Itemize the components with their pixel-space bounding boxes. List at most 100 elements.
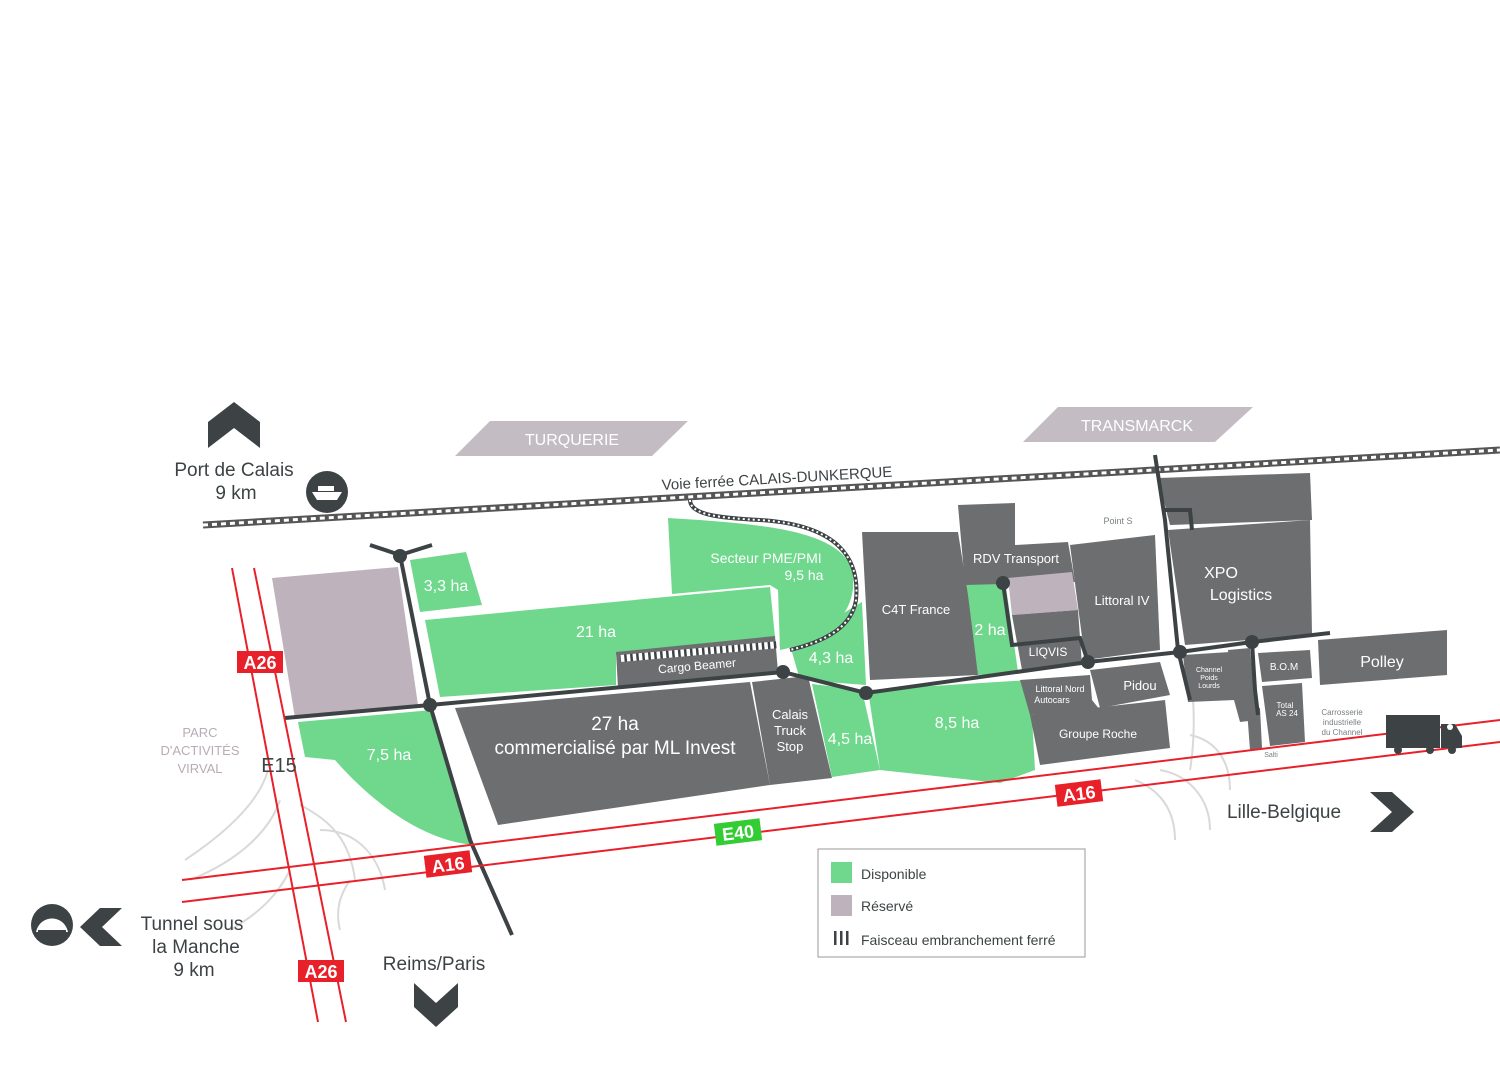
lille-label: Lille-Belgique bbox=[1227, 802, 1341, 823]
plot-27ha-label-1: 27 ha bbox=[591, 714, 639, 735]
legend-available-swatch bbox=[831, 862, 852, 883]
a26-label-south: A26 bbox=[304, 962, 337, 982]
plot-small-1 bbox=[1234, 700, 1257, 722]
channel-plot bbox=[1183, 652, 1235, 702]
tunnel-label-2: la Manche bbox=[152, 937, 240, 958]
plot-pme-label-1: Secteur PME/PMI bbox=[710, 550, 821, 566]
legend-rail-label: Faisceau embranchement ferré bbox=[861, 932, 1056, 948]
littoral-nord-label-2: Autocars bbox=[1034, 695, 1070, 705]
legend-reserved-label: Réservé bbox=[861, 898, 913, 914]
pidou-label: Pidou bbox=[1123, 678, 1156, 693]
reserved-plot-west bbox=[272, 567, 418, 718]
bom-label: B.O.M bbox=[1270, 662, 1298, 673]
port-label-2: 9 km bbox=[215, 483, 256, 504]
a16-badge-west bbox=[423, 850, 473, 878]
pidou-plot bbox=[1090, 662, 1170, 708]
rdv-label: RDV Transport bbox=[973, 551, 1059, 566]
e40-badge bbox=[713, 818, 763, 846]
liqvis-label: LIQVIS bbox=[1029, 645, 1068, 659]
polley-label: Polley bbox=[1360, 654, 1404, 671]
cargo-rail-siding bbox=[620, 641, 781, 662]
channel-label-1: Channel bbox=[1196, 667, 1223, 674]
plot-3-3ha bbox=[410, 552, 482, 612]
carrosserie-label-1: Carrosserie bbox=[1321, 708, 1363, 717]
truck-stop-label-2: Truck bbox=[774, 723, 807, 738]
c4t-france-plot bbox=[862, 532, 978, 680]
channel-label-3: Lourds bbox=[1198, 683, 1220, 690]
plot-pme-label-2: 9,5 ha bbox=[785, 567, 824, 583]
plot-7-5ha bbox=[298, 710, 474, 845]
legend-reserved-swatch bbox=[831, 895, 852, 916]
top-right-plot bbox=[1158, 473, 1312, 525]
truck-stop-label-3: Stop bbox=[777, 739, 804, 754]
plot-2ha-label: 2 ha bbox=[974, 622, 1005, 639]
turquerie-label: TURQUERIE bbox=[525, 432, 619, 449]
plot-3-3ha-label: 3,3 ha bbox=[424, 578, 469, 595]
truck-stop-label-1: Calais bbox=[772, 707, 809, 722]
polley-plot bbox=[1318, 630, 1447, 685]
carrosserie-label-3: du Channel bbox=[1322, 728, 1363, 737]
chevron-right-icon bbox=[1370, 792, 1414, 832]
channel-plot-2 bbox=[1228, 648, 1255, 700]
rdv-transport-plot bbox=[958, 503, 1075, 585]
turquerie-banner bbox=[455, 421, 688, 456]
road-junctions bbox=[393, 549, 1259, 712]
virval-line1: PARC bbox=[182, 725, 217, 740]
truck-icon bbox=[1386, 715, 1462, 754]
a16-badge-east bbox=[1054, 779, 1104, 807]
a26-badge-north bbox=[237, 651, 283, 673]
plot-27ha bbox=[455, 682, 770, 825]
point-s-label: Point S bbox=[1103, 516, 1132, 526]
a26-badge-south bbox=[298, 960, 344, 982]
motorways bbox=[181, 567, 1500, 1023]
xpo-label-2: Logistics bbox=[1210, 587, 1272, 604]
ship-icon bbox=[306, 471, 348, 513]
virval-line2: D'ACTIVITÉS bbox=[160, 743, 239, 758]
internal-roads bbox=[284, 454, 1331, 936]
legend-rail-swatch bbox=[831, 931, 852, 945]
plot-27ha-label-2: commercialisé par ML Invest bbox=[494, 738, 736, 759]
xpo-label-1: XPO bbox=[1204, 565, 1238, 582]
c4t-label: C4T France bbox=[882, 602, 950, 617]
calais-truck-stop-plot bbox=[752, 676, 832, 785]
littoral-nord-plot bbox=[1020, 675, 1100, 715]
plot-4-5ha-label: 4,5 ha bbox=[828, 731, 873, 748]
port-label-1: Port de Calais bbox=[174, 460, 293, 481]
tunnel-icon bbox=[31, 904, 73, 946]
a16-label-east: A16 bbox=[1062, 782, 1097, 806]
groupe-roche-plot bbox=[1030, 700, 1170, 765]
total-label-2: AS 24 bbox=[1276, 709, 1298, 718]
total-label-1: Total bbox=[1277, 701, 1294, 710]
littoral-iv-label: Littoral IV bbox=[1095, 593, 1150, 608]
cargo-beamer-label: Cargo Beamer bbox=[658, 656, 737, 677]
bom-plot bbox=[1258, 650, 1312, 682]
carrosserie-label-2: industrielle bbox=[1323, 718, 1362, 727]
reserved-plot-rdv bbox=[1008, 572, 1078, 615]
e15-label: E15 bbox=[261, 755, 297, 777]
legend-available-label: Disponible bbox=[861, 866, 927, 882]
plot-8-5ha-label: 8,5 ha bbox=[935, 715, 980, 732]
total-plot bbox=[1262, 683, 1305, 746]
transmarck-banner bbox=[1023, 407, 1253, 442]
littoral-iv-plot bbox=[1070, 535, 1160, 660]
a26-label-north: A26 bbox=[243, 653, 276, 673]
reims-label: Reims/Paris bbox=[383, 954, 485, 975]
plot-8-5ha bbox=[868, 680, 1035, 783]
plot-4-5ha bbox=[812, 684, 880, 777]
chevron-down-icon bbox=[414, 983, 458, 1027]
a16-label-west: A16 bbox=[431, 853, 466, 877]
chevron-left-icon bbox=[80, 908, 122, 946]
transmarck-label: TRANSMARCK bbox=[1081, 418, 1193, 435]
tunnel-label-3: 9 km bbox=[173, 960, 214, 981]
littoral-nord-label-1: Littoral Nord bbox=[1035, 684, 1084, 694]
plot-21ha bbox=[425, 587, 775, 697]
tunnel-label-1: Tunnel sous bbox=[141, 914, 244, 935]
salti-label: Salti bbox=[1264, 752, 1278, 759]
e40-label: E40 bbox=[721, 821, 755, 845]
plot-7-5ha-label: 7,5 ha bbox=[367, 747, 412, 764]
legend: Disponible Réservé Faisceau embranchemen… bbox=[817, 848, 1086, 958]
xpo-plot bbox=[1168, 520, 1312, 645]
chevron-up-icon bbox=[208, 402, 260, 448]
railway-line bbox=[202, 446, 1500, 529]
